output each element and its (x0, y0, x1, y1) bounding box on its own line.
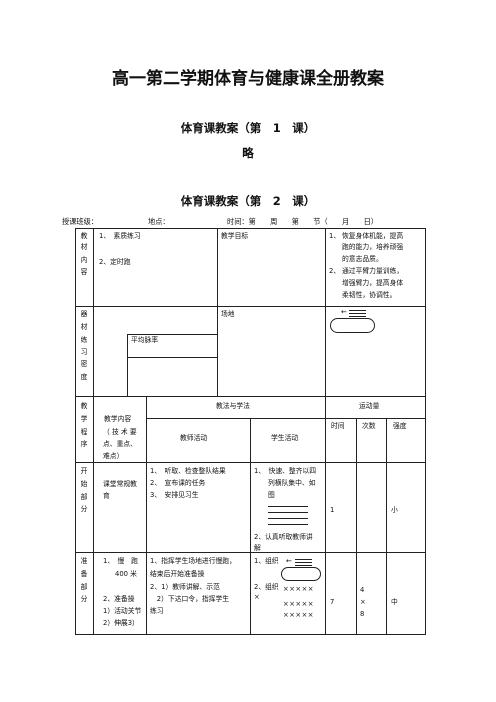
prep-content-line: 2）伸展3） (103, 619, 139, 627)
time-label: 时间：第 周 第 节（ 月 日） (227, 217, 378, 226)
start-teacher-line: 3、 安排见习生 (150, 491, 199, 499)
start-student-line: 解 (254, 544, 261, 552)
side-label-char: 密 (80, 360, 88, 368)
side-label-char: 容 (80, 268, 88, 276)
content-header-line: 教学内容 (104, 415, 132, 423)
venue-label: 场地 (221, 310, 235, 318)
teacher-activity-header: 教师活动 (180, 434, 208, 442)
side-label-char: 习 (80, 348, 88, 356)
side-label-char: 准 (80, 557, 88, 565)
start-time: 1 (330, 506, 335, 514)
side-label-char: 教 (80, 402, 88, 410)
side-label-char: 程 (80, 428, 88, 436)
prep-content-line: 400 米 (115, 570, 137, 578)
side-label-char: 部 (80, 583, 88, 591)
side-label-char: 教 (80, 232, 88, 240)
content-header-line: 难点） (103, 452, 124, 460)
lesson-1-heading: 体育课教案（第 1 课） (180, 121, 316, 135)
prep-teacher-line: 结束后开始准备操 (150, 570, 205, 578)
side-label-char: 度 (80, 373, 88, 381)
prep-content-line: 1）活动关节 (103, 607, 142, 615)
prep-content-line: 2、准备操 (103, 595, 135, 603)
side-label-char: 内 (80, 256, 88, 264)
start-student-line: 图 (268, 491, 275, 499)
teaching-goal-label: 教学目标 (221, 232, 249, 240)
goal-1-number: 1、 (329, 232, 341, 240)
start-content-line: 课堂常规教 (103, 480, 137, 488)
content-header-line: （ 技 术 要 (103, 428, 137, 436)
time-header: 时间 (331, 422, 345, 430)
pulse-rate-label: 平均脉率 (131, 336, 159, 344)
track-oval-icon (281, 567, 321, 581)
lesson-2-heading: 体育课教案（第 2 课） (180, 194, 316, 208)
side-label-char: 练 (80, 336, 88, 344)
prep-count: × (360, 598, 366, 606)
load-header: 运动量 (359, 402, 380, 410)
arrow-left-icon: ← (341, 308, 347, 316)
start-student-line: 2、认真听取教师讲 (254, 533, 313, 541)
goal-1-line: 跑的能力，培养顽强 (342, 243, 404, 251)
start-teacher-line: 2、 宣布课的任务 (150, 479, 206, 487)
goal-1-line: 恢复身体机能，提高 (342, 232, 404, 240)
material-item-2: 2、定时跑 (99, 258, 131, 266)
side-label-char: 始 (80, 480, 88, 488)
side-label-char: 材 (80, 323, 88, 331)
prep-student-line: 2、组织 (254, 583, 279, 591)
prep-count: 8 (360, 610, 365, 618)
prep-intensity: 中 (391, 598, 398, 606)
prep-content-line: 1、 慢 跑 (103, 557, 138, 565)
arrow-left-icon: ← (286, 557, 292, 565)
formation-row: ××××× (283, 600, 314, 608)
prep-teacher-line: 2、1）教师讲解、示范 (150, 583, 220, 591)
goal-2-line: 通过平臂力量训练， (342, 267, 404, 275)
goal-2-line: 增强臂力，提高身体 (342, 279, 404, 287)
document-title: 高一第二学期体育与健康课全册教案 (112, 69, 384, 89)
lesson-1-body: 略 (242, 146, 254, 160)
prep-teacher-line: 1、指挥学生场地进行慢跑， (150, 557, 236, 565)
class-label: 授课班级： (62, 217, 98, 226)
prep-teacher-line: 2）下达口令，指挥学生 (150, 595, 230, 603)
start-content-line: 育 (103, 492, 110, 500)
side-label-char: 备 (80, 570, 88, 578)
start-intensity: 小 (391, 506, 398, 514)
content-header-line: 点、重点、 (103, 440, 137, 448)
side-label-char: 器 (80, 310, 88, 318)
start-student-line: 列横队集中、如 (268, 479, 316, 487)
side-label-char: 序 (80, 440, 88, 448)
prep-teacher-line: 练习 (150, 607, 164, 615)
side-label-char: 学 (80, 415, 88, 423)
prep-student-line: × (254, 593, 260, 601)
start-student-line: 1、 快速、整齐以四 (254, 467, 317, 475)
place-label: 地点： (148, 217, 170, 226)
formation-row: ××××× (283, 585, 314, 593)
material-item-1: 1、 素质练习 (99, 232, 141, 240)
track-oval-icon (330, 318, 375, 333)
prep-count: 4 (360, 586, 365, 594)
side-label-char: 部 (80, 493, 88, 501)
side-label-char: 分 (80, 595, 88, 603)
prep-student-line: 1、组织 (254, 557, 279, 565)
side-label-char: 开 (80, 467, 88, 475)
prep-time: 7 (330, 598, 335, 606)
goal-2-line: 柔韧性，协调性。 (342, 291, 397, 299)
student-activity-header: 学生活动 (271, 434, 299, 442)
side-label-char: 材 (80, 243, 88, 251)
start-teacher-line: 1、 听取、检查整队结果 (150, 467, 226, 475)
intensity-header: 强度 (393, 422, 407, 430)
method-header: 教法与学法 (216, 402, 250, 410)
count-header: 次数 (362, 422, 376, 430)
goal-1-line: 的意志品质。 (342, 255, 383, 263)
formation-row: ××××× (283, 611, 314, 619)
side-label-char: 分 (80, 505, 88, 513)
goal-2-number: 2、 (329, 267, 341, 275)
